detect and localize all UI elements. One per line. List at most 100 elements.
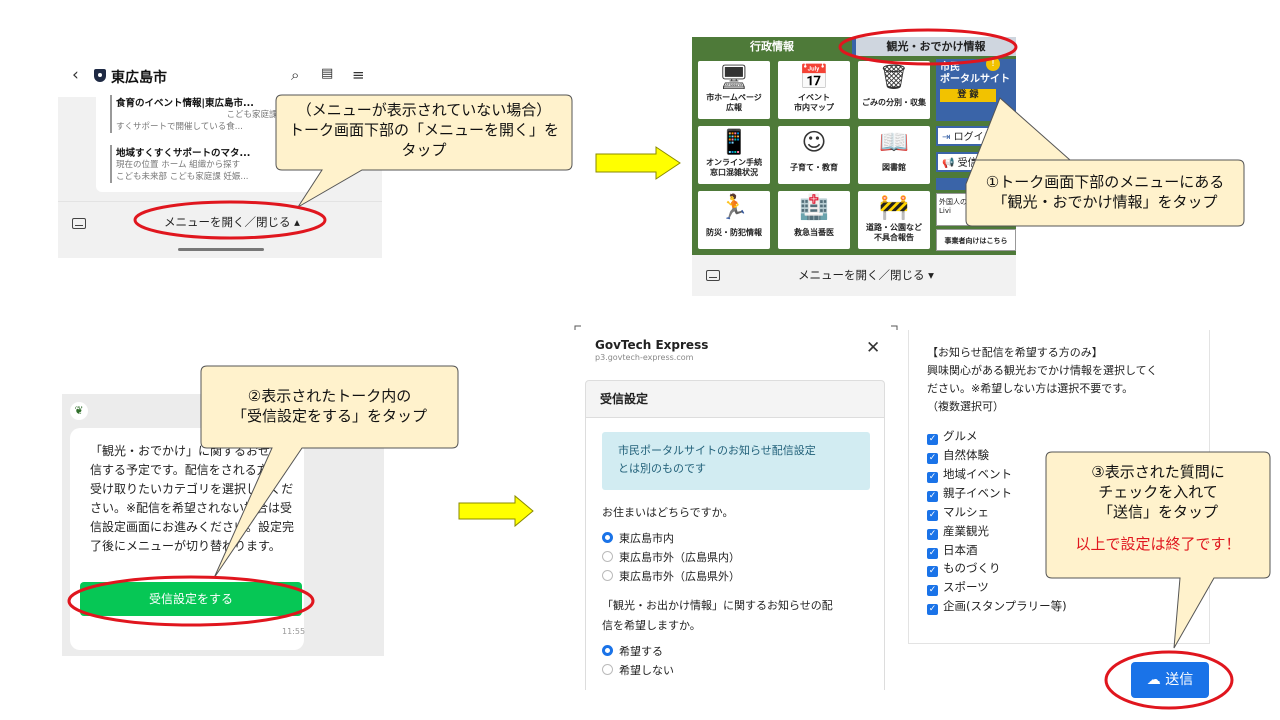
checkbox-option[interactable]: ✓企画(スタンプラリー等) — [927, 599, 1067, 615]
radio-option[interactable]: 希望する — [602, 643, 663, 659]
menu-grid: 🖥 市ホームページ 広報 📅 イベント 市内マップ 🗑 ごみの分別・収集 📱 オ… — [692, 56, 1016, 255]
account-avatar: ❦ — [70, 402, 88, 420]
keyboard-icon[interactable] — [706, 270, 720, 281]
callout-bubble — [965, 97, 1245, 227]
callout-1-text: （メニューが表示されていない場合） トーク画面下部の「メニューを開く」を タップ — [288, 101, 559, 159]
settings-form-panel: GovTech Express p3.govtech-express.com ✕… — [585, 330, 897, 690]
radio-option[interactable]: 東広島市内 — [602, 530, 674, 546]
menu-toggle-button[interactable]: メニューを開く／閉じる ▴ — [164, 215, 300, 229]
menu-tile-emergency-doctor[interactable]: 🏥 救急当番医 — [776, 189, 852, 251]
computer-icon: 🖥 — [718, 63, 750, 91]
checkbox-option[interactable]: ✓グルメ — [927, 429, 978, 445]
book-icon: 📖 — [879, 128, 909, 156]
checkbox-checked-icon[interactable]: ✓ — [927, 472, 938, 483]
completion-message: 以上で設定は終了です！ — [1075, 535, 1241, 553]
radio-unselected-icon[interactable] — [602, 664, 613, 675]
corner-mark — [574, 325, 581, 330]
checkbox-option[interactable]: ✓地域イベント — [927, 467, 1012, 483]
emergency-exit-icon: 🏃 — [719, 193, 749, 221]
register-button[interactable]: 登 録 — [940, 89, 996, 102]
rich-menu-panel: 行政情報 観光・おでかけ情報 🖥 市ホームページ 広報 📅 イベント 市内マップ… — [692, 37, 1016, 296]
menu-tile-library[interactable]: 📖 図書館 — [856, 124, 932, 186]
menu-tile-road-report[interactable]: 🚧 道路・公園など 不具合報告 — [856, 189, 932, 251]
close-icon[interactable]: ✕ — [866, 338, 881, 358]
official-account-badge-icon — [94, 69, 106, 82]
arrow-right-icon — [595, 146, 681, 180]
highlight-ellipse — [67, 575, 315, 627]
account-title: 東広島市 — [111, 70, 167, 86]
checkbox-checked-icon[interactable]: ✓ — [927, 566, 938, 577]
menu-tile-homepage[interactable]: 🖥 市ホームページ 広報 — [696, 59, 772, 121]
back-icon[interactable]: ‹ — [72, 65, 79, 85]
menu-tile-garbage[interactable]: 🗑 ごみの分別・収集 — [856, 59, 932, 121]
business-tile[interactable]: 事業者向けはこちら — [936, 229, 1016, 251]
menu-tile-online[interactable]: 📱 オンライン手続 窓口混雑状況 — [696, 124, 772, 186]
notes-icon[interactable]: ▤ — [321, 66, 334, 81]
highlight-ellipse — [838, 28, 1018, 66]
tab-tourism-info[interactable]: 観光・おでかけ情報 — [852, 37, 1016, 56]
card-title: 受信設定 — [585, 380, 885, 418]
baby-face-icon: ☺ — [801, 128, 827, 156]
callout-bubble — [200, 365, 459, 579]
radio-unselected-icon[interactable] — [602, 570, 613, 581]
delivery-question: 「観光・お出かけ情報」に関するお知らせの配 信を希望しますか。 — [602, 599, 833, 632]
checkbox-checked-icon[interactable]: ✓ — [927, 491, 938, 502]
arrow-right-icon — [458, 494, 534, 528]
residence-question: お住まいはどちらですか。 — [602, 506, 734, 519]
radio-unselected-icon[interactable] — [602, 551, 613, 562]
checkbox-option[interactable]: ✓自然体験 — [927, 448, 989, 464]
checkbox-option[interactable]: ✓親子イベント — [927, 486, 1012, 502]
callout-4-text: ③表示された質問に チェックを入れて 「送信」をタップ 以上で設定は終了です！ — [1046, 462, 1270, 554]
menu-tile-disaster[interactable]: 🏃 防災・防犯情報 — [696, 189, 772, 251]
highlight-ellipse — [133, 200, 327, 240]
callout-bubble — [1045, 451, 1271, 649]
megaphone-icon: 📢 — [942, 158, 955, 169]
radio-selected-icon[interactable] — [602, 645, 613, 656]
checkbox-checked-icon[interactable]: ✓ — [927, 585, 938, 596]
checkbox-option[interactable]: ✓ものづくり — [927, 561, 1001, 577]
radio-option[interactable]: 東広島市外（広島県外） — [602, 568, 740, 584]
checkbox-checked-icon[interactable]: ✓ — [927, 604, 938, 615]
checkbox-option[interactable]: ✓産業観光 — [927, 524, 989, 540]
menu-tile-events[interactable]: 📅 イベント 市内マップ — [776, 59, 852, 121]
radio-option[interactable]: 東広島市外（広島県内） — [602, 549, 740, 565]
tab-admin-info[interactable]: 行政情報 — [692, 37, 852, 56]
list-item[interactable]: 地域すくすくサポートのマタ... 現在の位置 ホーム 組織から探す こども未来部… — [110, 145, 320, 183]
hospital-icon: 🏥 — [799, 193, 829, 221]
keyboard-icon[interactable] — [72, 218, 86, 229]
checkbox-checked-icon[interactable]: ✓ — [927, 510, 938, 521]
radio-option[interactable]: 希望しない — [602, 662, 674, 678]
hamburger-menu-icon[interactable]: ≡ — [352, 66, 365, 84]
checkbox-checked-icon[interactable]: ✓ — [927, 529, 938, 540]
login-icon: ⇥ — [942, 132, 951, 143]
receive-settings-button[interactable]: 受信設定をする — [80, 582, 302, 616]
checkbox-checked-icon[interactable]: ✓ — [927, 434, 938, 445]
corner-mark — [891, 325, 898, 330]
search-icon[interactable]: ⌕ — [291, 66, 300, 84]
form-body: 市民ポータルサイトのお知らせ配信設定 とは別のものです お住まいはどちらですか。… — [585, 418, 885, 690]
checkbox-option[interactable]: ✓マルシェ — [927, 505, 989, 521]
message-time: 11:55 — [282, 627, 306, 636]
menu-toggle-button[interactable]: メニューを開く／閉じる ▾ — [798, 268, 934, 282]
highlight-ellipse — [1104, 650, 1234, 710]
checkbox-option[interactable]: ✓日本酒 — [927, 543, 978, 559]
radio-selected-icon[interactable] — [602, 532, 613, 543]
checkbox-checked-icon[interactable]: ✓ — [927, 548, 938, 559]
home-indicator — [178, 248, 264, 251]
menu-tile-childcare[interactable]: ☺ 子育て・教育 — [776, 124, 852, 186]
checkbox-option[interactable]: ✓スポーツ — [927, 580, 989, 596]
list-item[interactable]: 食育のイベント情報|東広島市... こども家庭課や地域すく すくサポートで開催し… — [110, 95, 320, 133]
app-url: p3.govtech-express.com — [595, 353, 694, 362]
callout-2-text: ①トーク画面下部のメニューにある 「観光・おでかけ情報」をタップ — [985, 173, 1225, 211]
calendar-icon: 📅 — [799, 63, 829, 91]
info-notice: 市民ポータルサイトのお知らせ配信設定 とは別のものです — [602, 432, 870, 490]
callout-3-text: ②表示されたトーク内の 「受信設定をする」をタップ — [231, 387, 427, 425]
callout-bubble — [275, 94, 573, 208]
construction-icon: 🚧 — [879, 193, 909, 221]
smartphone-icon: 📱 — [719, 128, 749, 156]
interest-instructions: 【お知らせ配信を希望する方のみ】 興味関心がある観光おでかけ情報を選択してく だ… — [927, 346, 1158, 413]
send-button[interactable]: ☁ 送信 — [1131, 662, 1209, 698]
checkbox-checked-icon[interactable]: ✓ — [927, 453, 938, 464]
menu-bottom-bar: メニューを開く／閉じる ▾ — [692, 255, 1016, 296]
